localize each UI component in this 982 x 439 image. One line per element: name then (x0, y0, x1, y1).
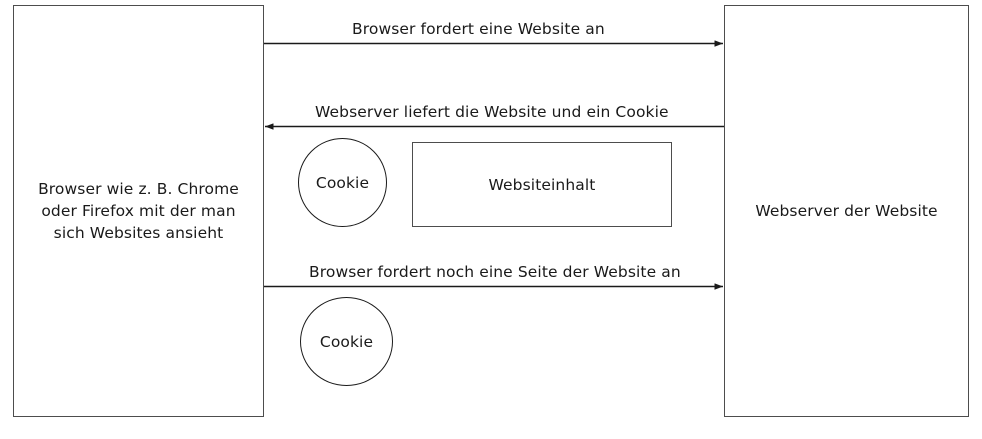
node-webserver: Webserver der Website (724, 5, 969, 417)
node-cookie-response-label: Cookie (315, 173, 370, 192)
node-browser-label: Browser wie z. B. Chrome oder Firefox mi… (38, 180, 239, 242)
node-cookie-request: Cookie (300, 297, 393, 386)
edge-label-deliver-website-cookie: Webserver liefert die Website und ein Co… (311, 103, 673, 122)
node-webserver-label: Webserver der Website (755, 202, 938, 220)
node-cookie-response: Cookie (298, 138, 387, 227)
node-website-content: Websiteinhalt (412, 142, 672, 227)
node-cookie-request-label: Cookie (319, 332, 374, 351)
edge-label-request-website: Browser fordert eine Website an (348, 20, 609, 39)
edge-label-request-another-page: Browser fordert noch eine Seite der Webs… (305, 263, 685, 282)
node-website-content-label: Websiteinhalt (488, 175, 596, 194)
node-browser: Browser wie z. B. Chrome oder Firefox mi… (13, 5, 264, 417)
